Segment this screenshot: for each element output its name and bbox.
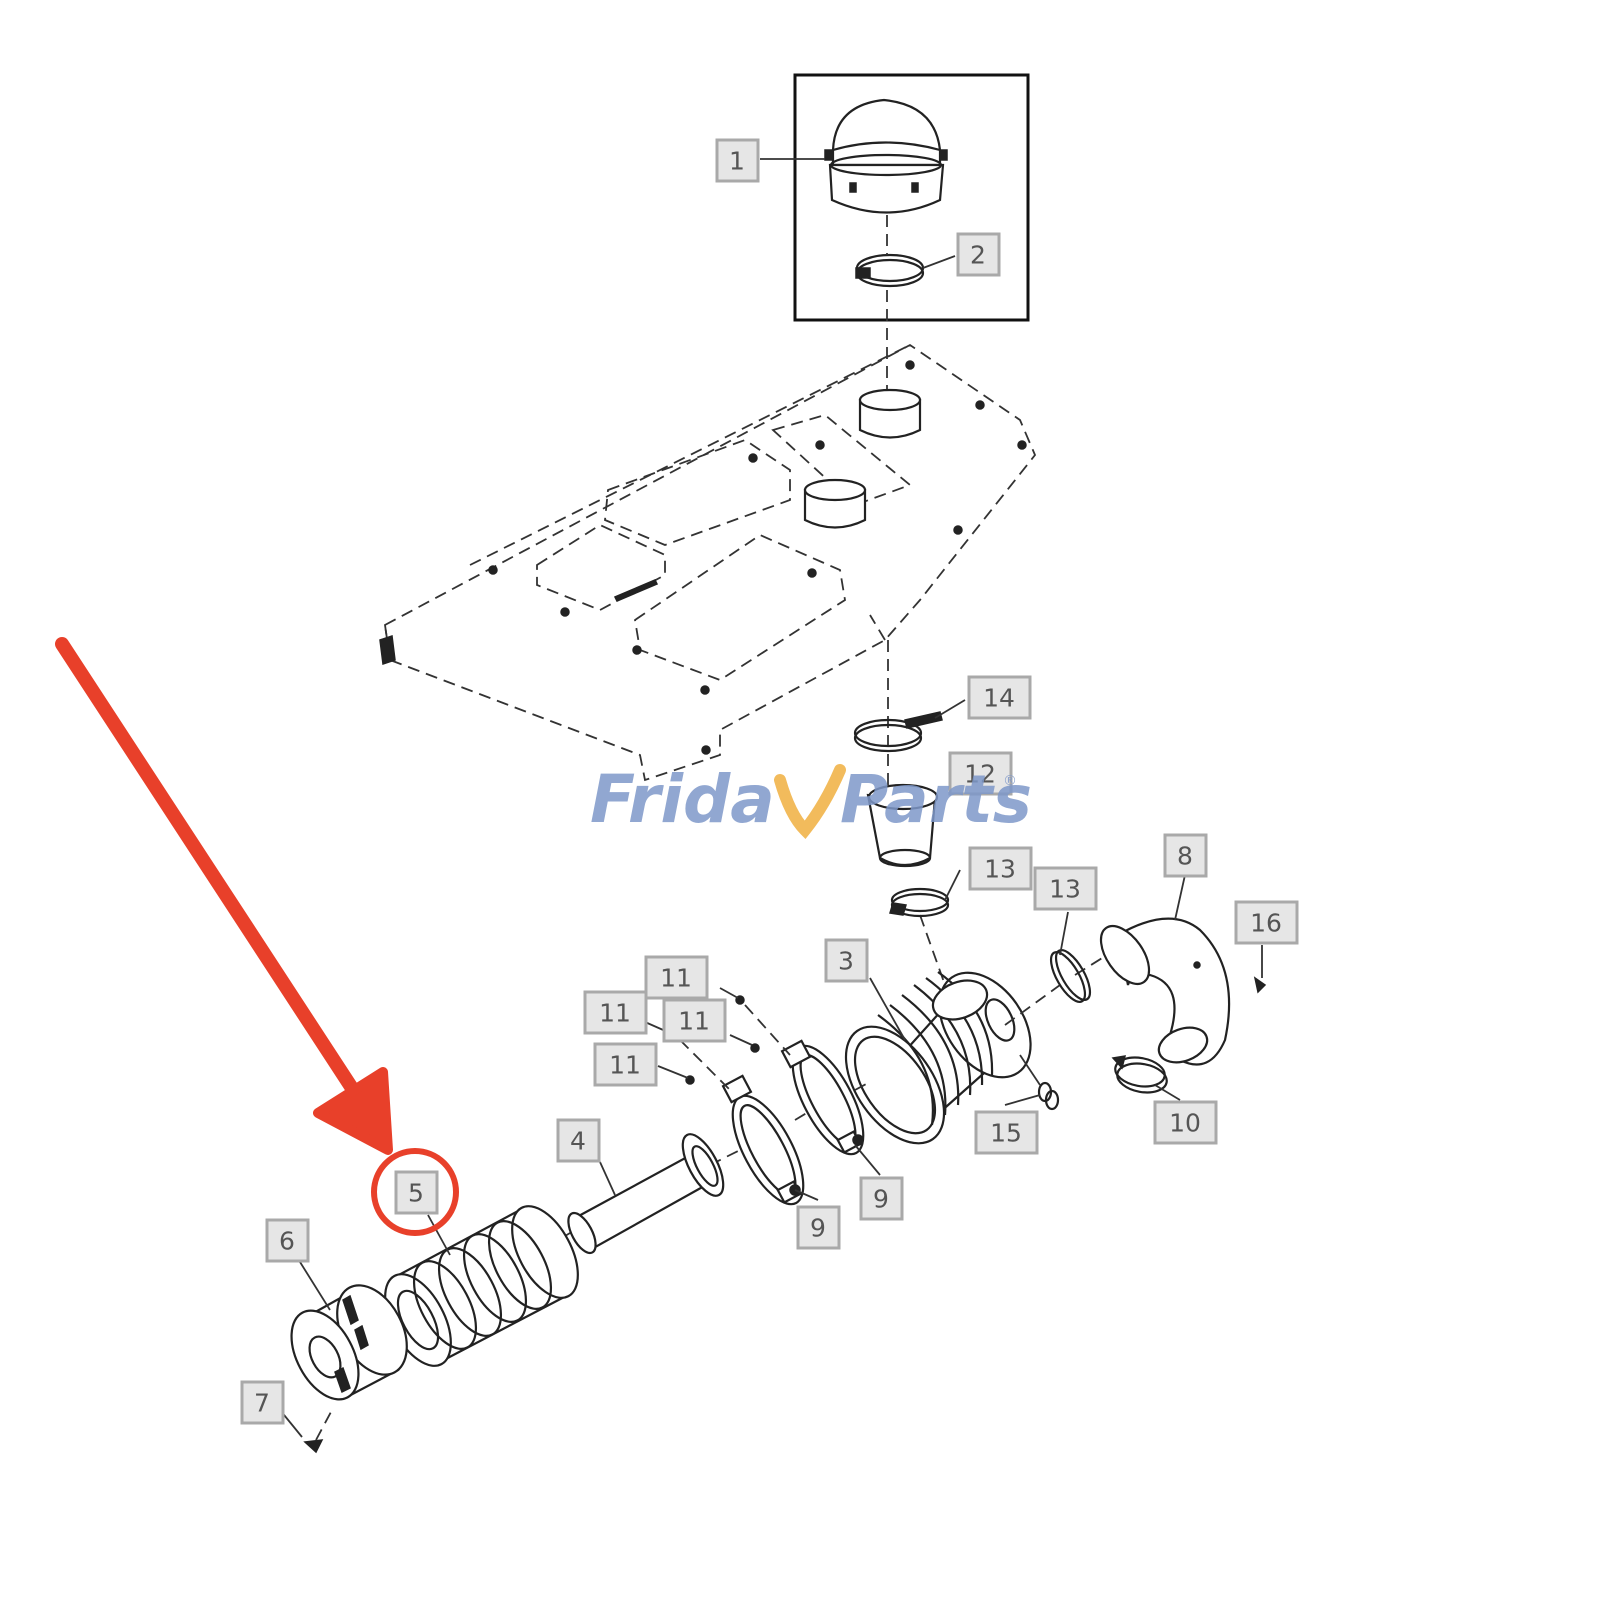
callout-11c-text: 11 <box>678 1007 710 1036</box>
red-highlight-circle <box>371 1148 459 1236</box>
red-annotation-arrow <box>55 637 393 1155</box>
callout-11a-text: 11 <box>660 964 692 993</box>
callout-label-2: 2 <box>956 232 1001 277</box>
watermark-swoosh-icon <box>774 764 846 839</box>
callout-label-12: 12 <box>948 751 1013 796</box>
callout-13b-text: 13 <box>1049 875 1081 904</box>
callout-label-1: 1 <box>715 138 760 183</box>
callout-1-text: 1 <box>729 147 745 176</box>
callout-14-text: 14 <box>983 684 1015 713</box>
callout-15-text: 15 <box>990 1119 1022 1148</box>
callout-label-9-upper: 9 <box>859 1176 904 1221</box>
callout-label-11-a: 11 <box>644 955 709 1000</box>
hood-panel <box>379 343 1037 782</box>
callout-label-11-c: 11 <box>662 998 727 1043</box>
callout-label-10: 10 <box>1153 1100 1218 1145</box>
callout-label-13-right: 13 <box>1033 866 1098 911</box>
clamp-13-upper-part <box>889 887 950 918</box>
mounting-band-lower-part <box>721 1074 805 1206</box>
callout-label-5: 5 <box>394 1170 439 1215</box>
callout-label-9-lower: 9 <box>796 1205 841 1250</box>
callout-12-text: 12 <box>964 760 996 789</box>
callout-label-6: 6 <box>265 1218 310 1263</box>
callout-13a-text: 13 <box>984 855 1016 884</box>
callout-11d-text: 11 <box>609 1051 641 1080</box>
watermark-brand-part2: Parts <box>840 761 1032 838</box>
watermark-brand-part1: Frida <box>590 761 775 838</box>
callout-label-11-b: 11 <box>583 990 648 1035</box>
callout-label-13-upper: 13 <box>968 846 1033 891</box>
callout-label-16: 16 <box>1234 900 1299 945</box>
screw-7-part <box>303 1409 333 1454</box>
watermark: Frida Parts ® <box>590 761 1032 839</box>
callout-10-text: 10 <box>1169 1109 1201 1138</box>
end-cover-part <box>290 1284 408 1401</box>
callout-label-7: 7 <box>240 1380 285 1425</box>
callout-label-4: 4 <box>556 1118 601 1163</box>
primary-filter-part <box>384 1205 579 1367</box>
spring-clip-15-part <box>1019 1054 1060 1111</box>
callout-label-8: 8 <box>1163 833 1208 878</box>
elbow-hose-part <box>1099 917 1231 1066</box>
mounting-band-upper-part <box>780 1039 865 1156</box>
hose-bolt-16-part <box>1253 976 1267 994</box>
callout-label-11-d: 11 <box>593 1042 658 1087</box>
callout-8-text: 8 <box>1177 842 1193 871</box>
leader-lines <box>279 158 1263 1438</box>
callout-3-text: 3 <box>838 947 854 976</box>
callout-label-14: 14 <box>967 675 1032 720</box>
callout-label-3: 3 <box>824 938 869 983</box>
clamp-10-part <box>1111 1055 1168 1094</box>
hose-clamp-part <box>855 253 925 288</box>
callout-2-text: 2 <box>970 241 986 270</box>
callout-11b-text: 11 <box>599 999 631 1028</box>
intake-elbow-part <box>866 783 939 868</box>
watermark-registered-mark: ® <box>1003 773 1017 789</box>
callout-6-text: 6 <box>279 1227 295 1256</box>
inset-box <box>793 73 1030 322</box>
callout-7-text: 7 <box>254 1389 270 1418</box>
rain-cap-part <box>824 98 948 214</box>
callout-9a-text: 9 <box>873 1185 889 1214</box>
callout-16-text: 16 <box>1250 909 1282 938</box>
clamp-13-right-part <box>1049 949 1092 1003</box>
air-cleaner-housing-part <box>844 971 1032 1145</box>
safety-filter-part <box>567 1133 725 1255</box>
callout-label-15: 15 <box>974 1110 1039 1155</box>
callout-5-text: 5 <box>408 1179 424 1208</box>
callout-9b-text: 9 <box>810 1214 826 1243</box>
callout-4-text: 4 <box>570 1127 586 1156</box>
clamp-14-part <box>853 711 943 753</box>
